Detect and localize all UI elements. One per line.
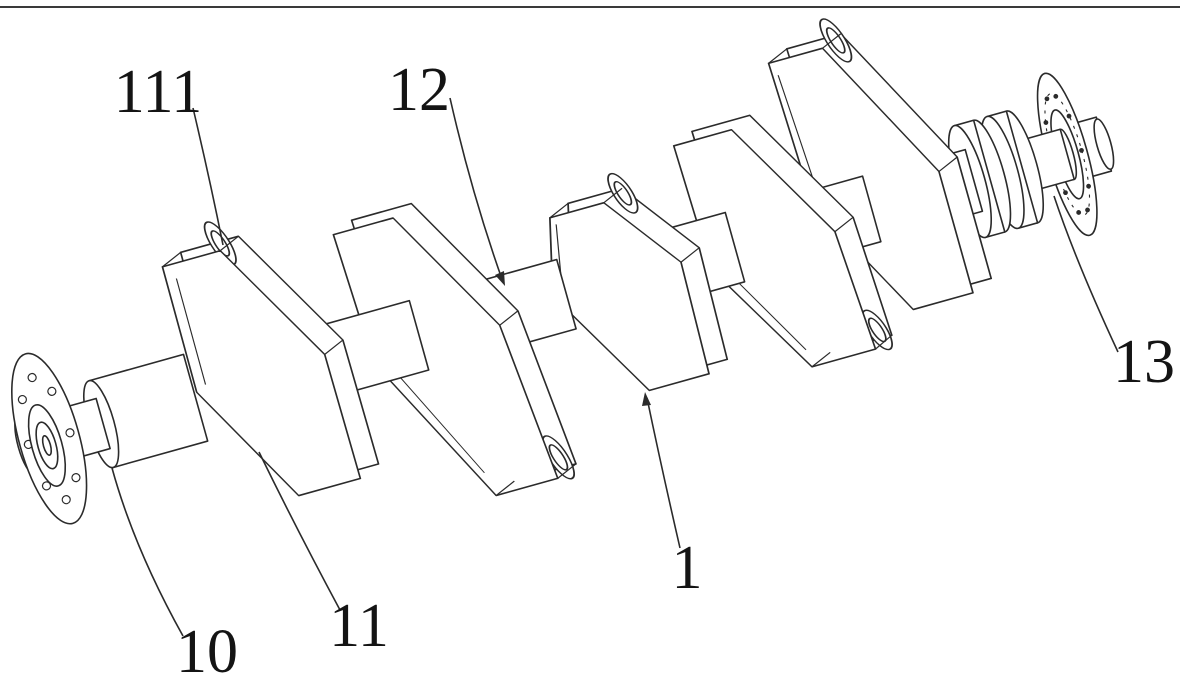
label-11: 11 [329, 592, 389, 660]
label-13: 13 [1113, 328, 1175, 396]
arrowhead-1 [642, 392, 651, 406]
leader-line-12 [449, 97, 504, 283]
leader-line-111 [192, 107, 224, 246]
leader-line-1 [646, 397, 681, 549]
bolt-holes [17, 372, 81, 505]
front-flange [11, 352, 88, 525]
label-10: 10 [176, 618, 238, 681]
part-labels: 111 12 13 1 11 10 [114, 56, 1175, 681]
leader-line-10 [111, 467, 184, 637]
leader-lines [111, 97, 1119, 637]
arrowhead-12 [495, 271, 505, 286]
label-111: 111 [114, 58, 202, 126]
label-1: 1 [672, 534, 703, 602]
leader-line-13 [1053, 195, 1119, 353]
label-12: 12 [388, 56, 450, 124]
counterweight-web-pair-1 [161, 221, 380, 497]
leader-line-11 [258, 451, 341, 611]
crankshaft-body [11, 18, 1115, 525]
counterweight-web-pair-3 [548, 172, 729, 392]
counterweight-web-pair-2 [332, 202, 577, 497]
